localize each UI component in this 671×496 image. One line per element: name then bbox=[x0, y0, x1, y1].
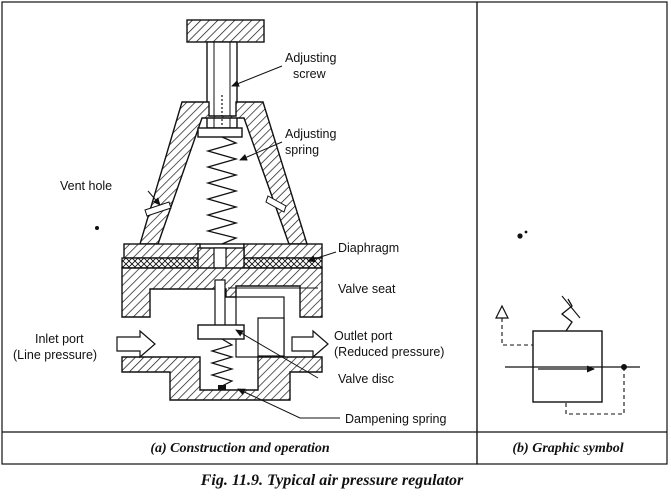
label-valve-seat: Valve seat bbox=[338, 282, 396, 296]
vent-triangle-icon bbox=[495, 304, 509, 319]
label-diaphragm: Diaphragm bbox=[338, 241, 399, 255]
label-inlet-port-2: (Line pressure) bbox=[13, 348, 97, 362]
label-vent-hole: Vent hole bbox=[60, 179, 112, 193]
graphic-symbol bbox=[95, 226, 640, 415]
valve-stem bbox=[214, 279, 226, 327]
valve-disc bbox=[197, 324, 245, 340]
caption-construction: (a) Construction and operation bbox=[150, 441, 330, 456]
label-adjusting-screw-2: screw bbox=[293, 67, 327, 81]
label-inlet-port-1: Inlet port bbox=[35, 332, 84, 346]
label-dampening-spring: Dampening spring bbox=[345, 412, 446, 426]
label-adjusting-screw-1: Adjusting bbox=[285, 51, 336, 65]
spring-plate-upper bbox=[197, 127, 243, 138]
vent-hole bbox=[144, 201, 172, 217]
part-labels: Adjusting screw Adjusting spring Vent ho… bbox=[13, 51, 446, 426]
adjusting-screw-knob bbox=[186, 19, 265, 43]
spring-zigzag-icon bbox=[560, 298, 573, 332]
valve-body-lower bbox=[121, 356, 323, 401]
caption-symbol: (b) Graphic symbol bbox=[512, 441, 623, 456]
regulator-cross-section bbox=[116, 19, 329, 401]
dampening-spring bbox=[209, 338, 235, 387]
label-valve-disc: Valve disc bbox=[338, 372, 394, 386]
figure-caption: Fig. 11.9. Typical air pressure regulato… bbox=[200, 472, 464, 489]
label-adjusting-spring-1: Adjusting bbox=[285, 127, 336, 141]
label-outlet-port-1: Outlet port bbox=[334, 329, 393, 343]
leader-lines bbox=[147, 65, 340, 419]
label-adjusting-spring-2: spring bbox=[285, 143, 319, 157]
outlet-arrow-icon bbox=[291, 329, 329, 359]
label-outlet-port-2: (Reduced pressure) bbox=[334, 345, 444, 359]
inlet-arrow-icon bbox=[116, 329, 156, 359]
adjusting-spring bbox=[205, 136, 239, 245]
panel-b-frame bbox=[476, 1, 668, 465]
